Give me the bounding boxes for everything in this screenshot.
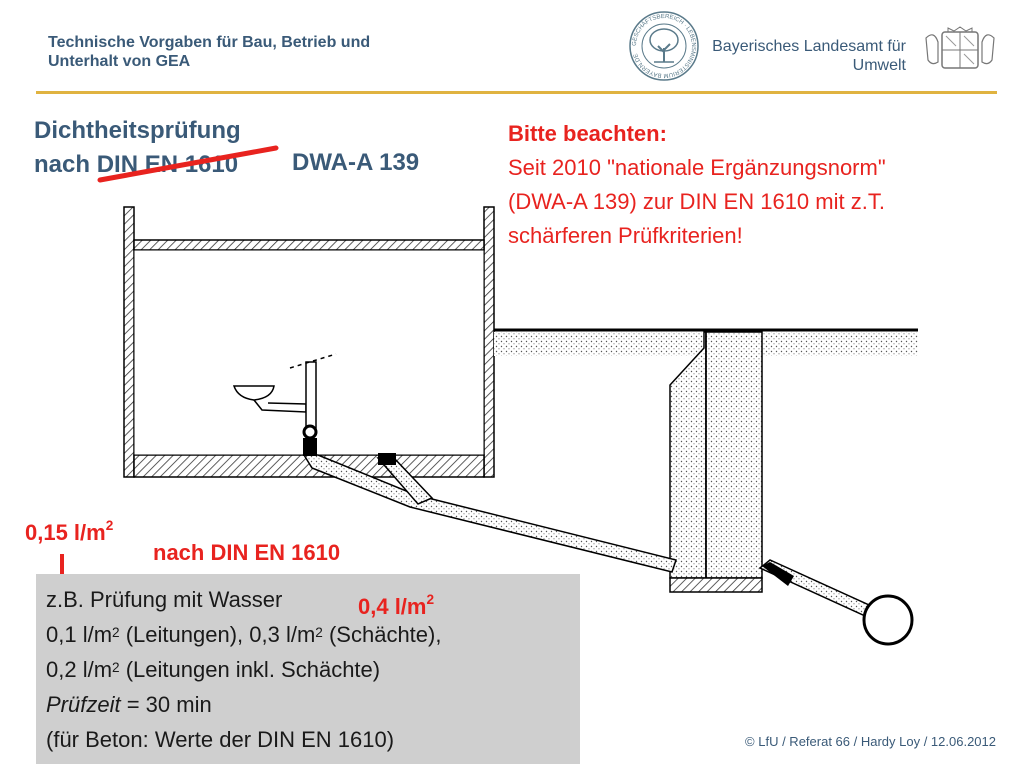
criteria-line-3: 0,2 l/m2 (Leitungen inkl. Schächte) <box>46 657 381 682</box>
title-struck-standard: DIN EN 1610 <box>96 151 239 178</box>
ground-surface <box>494 328 918 356</box>
notice-heading: Bitte beachten: <box>508 121 667 146</box>
ministry-seal-logo: GESCHÄFTSBEREICH · LEBENSMINISTERIUM BAY… <box>629 11 699 81</box>
criteria-line-4: Prüfzeit = 30 min <box>46 687 441 722</box>
agency-line-1: Bayerisches Landesamt für <box>712 38 906 55</box>
test-duration-value: = 30 min <box>120 692 212 717</box>
header-divider <box>36 91 997 94</box>
notice-line-2: (DWA-A 139) zur DIN EN 1610 mit z.T. <box>508 189 885 214</box>
test-criteria-box <box>36 574 580 764</box>
agency-line-2: Umwelt <box>852 57 906 74</box>
building-section <box>123 206 495 478</box>
subtitle-line-2: Unterhalt von GEA <box>48 53 191 70</box>
title-line-2: nach DIN EN 1610 <box>34 148 241 182</box>
notice-text: Bitte beachten: Seit 2010 "nationale Erg… <box>508 117 1008 253</box>
title-line-1: Dichtheitsprüfung <box>34 117 241 144</box>
notice-line-1: Seit 2010 "nationale Ergänzungsnorm" <box>508 155 886 180</box>
inspection-shaft <box>669 331 763 593</box>
footer-credit: © LfU / Referat 66 / Hardy Loy / 12.06.2… <box>745 734 996 749</box>
slide-title: Dichtheitsprüfung nach DIN EN 1610 <box>34 114 241 182</box>
drain-pipes <box>302 453 914 646</box>
presentation-subtitle: Technische Vorgaben für Bau, Betrieb und… <box>48 33 370 71</box>
notice-line-3: schärferen Prüfkriterien! <box>508 223 743 248</box>
criteria-line-2: 0,1 l/m2 (Leitungen), 0,3 l/m2 (Schächte… <box>46 622 442 647</box>
title-prefix: nach <box>34 151 91 178</box>
strikethrough-mark <box>97 145 279 183</box>
limit-source-label: nach DIN EN 1610 <box>153 540 341 565</box>
criteria-line-1: z.B. Prüfung mit Wasser <box>46 587 283 612</box>
limit-value-015: 0,15 l/m2 <box>25 518 114 545</box>
sink-fixture <box>232 353 337 456</box>
subtitle-line-1: Technische Vorgaben für Bau, Betrieb und <box>48 34 371 51</box>
test-duration-label: Prüfzeit <box>46 692 121 717</box>
replacement-standard: DWA-A 139 <box>292 149 420 176</box>
agency-name: Bayerisches Landesamt für Umwelt <box>712 37 906 75</box>
test-criteria-text: z.B. Prüfung mit Wasser 0,1 l/m2 (Leitun… <box>46 582 441 757</box>
bavarian-coat-of-arms-logo <box>925 26 995 69</box>
limit-value-04: 0,4 l/m2 <box>358 592 435 619</box>
criteria-line-5: (für Beton: Werte der DIN EN 1610) <box>46 727 395 752</box>
